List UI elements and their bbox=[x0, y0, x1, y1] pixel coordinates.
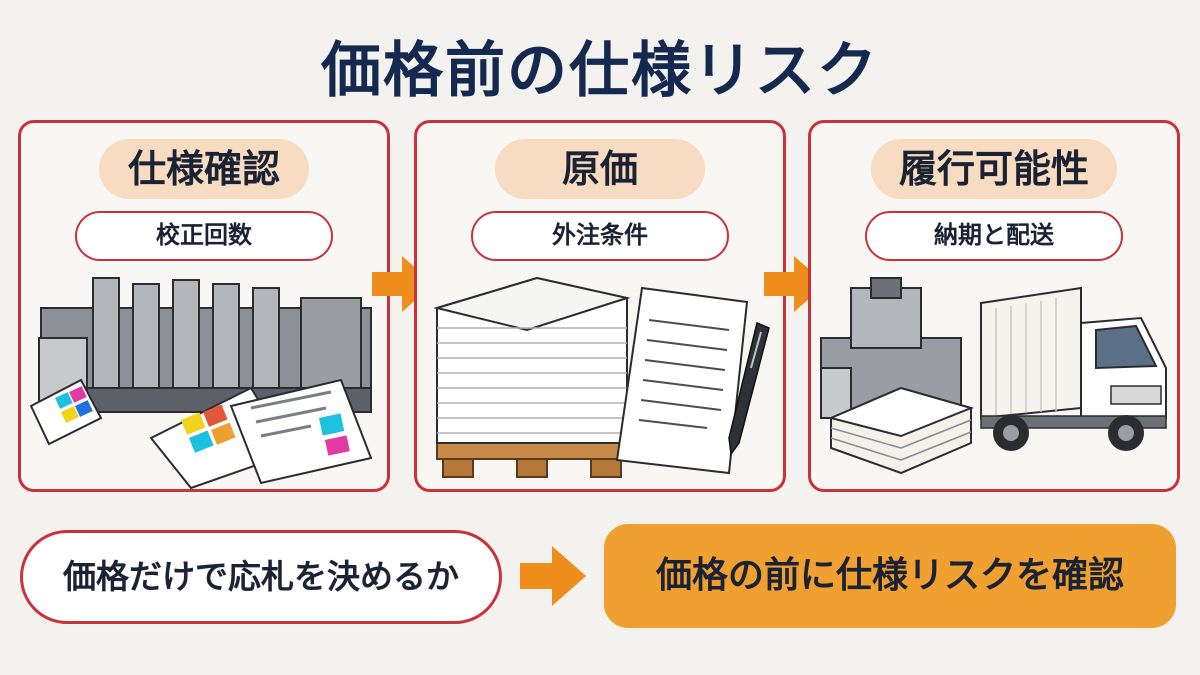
panel-title: 原価 bbox=[495, 139, 705, 199]
panel-subtitle: 校正回数 bbox=[75, 211, 333, 261]
page-title: 価格前の仕様リスク bbox=[321, 36, 879, 106]
paper-stack-icon bbox=[433, 276, 770, 478]
panel-subtitle: 納期と配送 bbox=[865, 211, 1123, 261]
panel-title: 仕様確認 bbox=[99, 139, 309, 199]
arrow-right-icon bbox=[764, 256, 826, 312]
panel-cost: 原価 外注条件 bbox=[414, 120, 786, 492]
panel-feasibility: 履行可能性 納期と配送 bbox=[808, 120, 1180, 492]
delivery-truck-icon bbox=[820, 277, 1167, 475]
conclusion-box: 価格の前に仕様リスクを確認 bbox=[604, 524, 1176, 628]
printing-press-icon bbox=[29, 277, 373, 489]
arrow-right-icon bbox=[520, 546, 586, 606]
question-box: 価格だけで応札を決めるか bbox=[20, 530, 502, 624]
panel-subtitle: 外注条件 bbox=[471, 211, 729, 261]
arrow-right-icon bbox=[372, 256, 434, 312]
panel-spec-check: 仕様確認 校正回数 bbox=[18, 120, 390, 492]
panel-title: 履行可能性 bbox=[870, 139, 1118, 199]
